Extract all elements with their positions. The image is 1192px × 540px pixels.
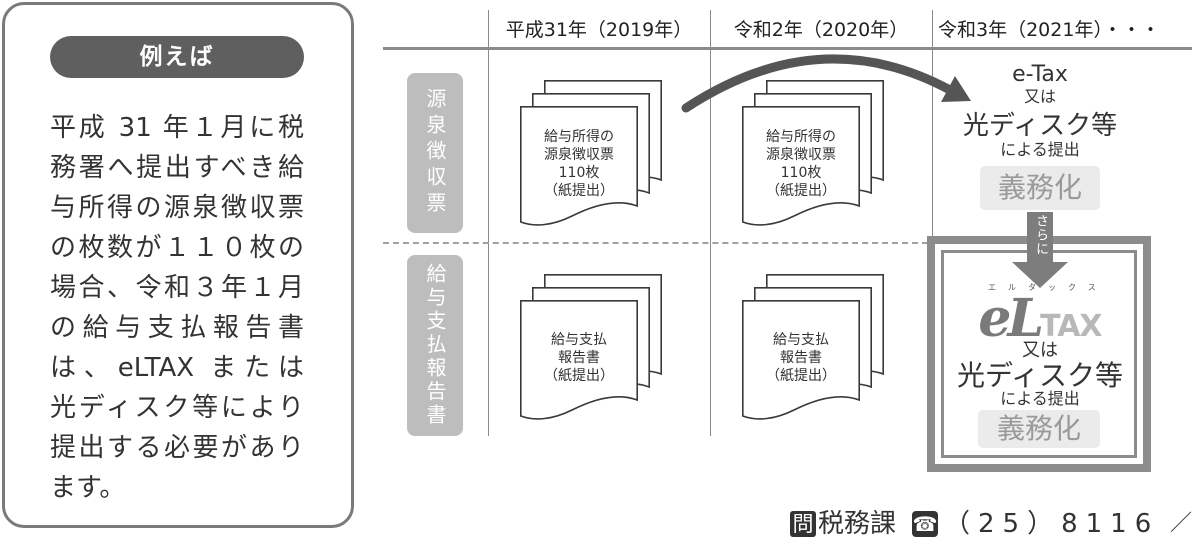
row-label-text: 源泉徴収票 — [423, 88, 447, 218]
document-page-front — [520, 300, 638, 420]
row-divider-dashed — [383, 242, 928, 244]
contact-phone-number: （25）8116 — [944, 509, 1160, 539]
document-page-front — [742, 106, 860, 226]
row-label-withholding-slip: 源泉徴収票 — [407, 73, 463, 233]
etax-title: e-Tax — [1012, 62, 1068, 87]
document-caption-line: （紙提出） — [544, 368, 614, 384]
document-caption: 給与所得の 源泉徴収票 110枚 （紙提出） — [520, 106, 638, 222]
document-caption-line: 給与所得の — [766, 129, 836, 145]
document-caption-line: 給与支払 — [551, 332, 607, 348]
column-header-2020: 令和2年（2020年） — [733, 19, 909, 41]
contact-trailing-mark: ／ — [1170, 511, 1192, 536]
example-text-line: 平成 31 年１月に税 — [50, 113, 304, 143]
eltax-mandatory-badge: 義務化 — [978, 410, 1100, 448]
document-caption-line: 報告書 — [780, 350, 822, 366]
document-caption-line: 報告書 — [558, 350, 600, 366]
document-caption-line: 110枚 — [780, 165, 822, 181]
eltax-logo-mark: eL — [978, 288, 1044, 349]
document-stack-icon — [742, 80, 884, 226]
document-stack-icon — [520, 274, 662, 420]
further-arrow-body — [1027, 212, 1053, 264]
column-header-2021: 令和3年（2021年）・・・ — [938, 19, 1160, 41]
document-page-front — [742, 300, 860, 420]
eltax-method: による提出 — [1000, 389, 1080, 408]
example-heading-pill: 例えば — [50, 36, 304, 78]
etax-alternative: 光ディスク等 — [962, 111, 1118, 141]
document-caption-line: 源泉徴収票 — [766, 147, 836, 163]
document-caption-line: （紙提出） — [766, 183, 836, 199]
paper-document-stack: 給与所得の 源泉徴収票 110枚 （紙提出） — [520, 80, 666, 230]
example-body-text: 平成 31 年１月に税 務署へ提出すべき給 与所得の源泉徴収票 の枚数が１１０枚… — [50, 108, 304, 508]
document-caption-line: （紙提出） — [544, 183, 614, 199]
column-header-2019: 平成31年（2019年） — [505, 19, 693, 41]
paper-document-stack: 給与所得の 源泉徴収票 110枚 （紙提出） — [742, 80, 888, 230]
row-label-text: 給与支払報告書 — [423, 263, 447, 428]
document-page-front — [520, 106, 638, 226]
document-stack-icon — [520, 80, 662, 226]
example-text-line: 光ディスク等により — [50, 393, 304, 423]
eltax-conjunction: 又は — [1022, 340, 1058, 361]
document-stack-icon — [742, 274, 884, 420]
header-rule — [383, 47, 1192, 50]
eltax-alternative: 光ディスク等 — [956, 359, 1124, 392]
example-text-line: 場合、令和３年１月 — [50, 273, 304, 303]
etax-mandatory-badge: 義務化 — [980, 166, 1100, 210]
further-arrow-label: さらに — [1033, 214, 1048, 256]
telephone-icon — [912, 511, 938, 537]
contact-department: 税務課 — [818, 509, 897, 539]
document-caption: 給与支払 報告書 （紙提出） — [742, 300, 860, 416]
example-text-line: の枚数が１１０枚の — [50, 233, 304, 263]
etax-method: による提出 — [1000, 140, 1080, 159]
further-arrow — [1012, 212, 1068, 288]
document-caption-line: 源泉徴収票 — [544, 147, 614, 163]
example-callout-box — [2, 2, 354, 528]
eltax-logo-ruby: エルタックス — [988, 283, 1108, 292]
transition-arrow — [681, 54, 971, 113]
document-caption-line: 110枚 — [558, 165, 600, 181]
document-caption: 給与支払 報告書 （紙提出） — [520, 300, 638, 416]
etax-conjunction: 又は — [1023, 87, 1056, 106]
paper-document-stack: 給与支払 報告書 （紙提出） — [742, 274, 888, 424]
example-text-line: 提出する必要があり — [50, 433, 304, 463]
example-text-line: ます。 — [50, 473, 126, 503]
document-caption-line: 給与所得の — [544, 129, 614, 145]
inquiry-mark: 問 — [790, 511, 816, 537]
example-text-line: は、eLTAX または — [50, 353, 304, 383]
eltax-logo-wordmark: TAX — [1040, 309, 1102, 344]
column-divider-2 — [710, 10, 711, 436]
example-text-line: の給与支払報告書 — [50, 313, 304, 343]
document-caption: 給与所得の 源泉徴収票 110枚 （紙提出） — [742, 106, 860, 222]
row-label-salary-report: 給与支払報告書 — [407, 255, 463, 436]
further-arrow-head — [1012, 262, 1068, 288]
example-text-line: 与所得の源泉徴収票 — [50, 193, 304, 223]
document-caption-line: 給与支払 — [773, 332, 829, 348]
transition-arrow-head — [941, 76, 971, 102]
transition-arrow-shaft — [681, 54, 955, 113]
document-caption-line: （紙提出） — [766, 368, 836, 384]
paper-document-stack: 給与支払 報告書 （紙提出） — [520, 274, 666, 424]
example-text-line: 務署へ提出すべき給 — [50, 153, 304, 183]
column-divider-1 — [488, 10, 489, 436]
column-divider-3 — [932, 10, 933, 238]
